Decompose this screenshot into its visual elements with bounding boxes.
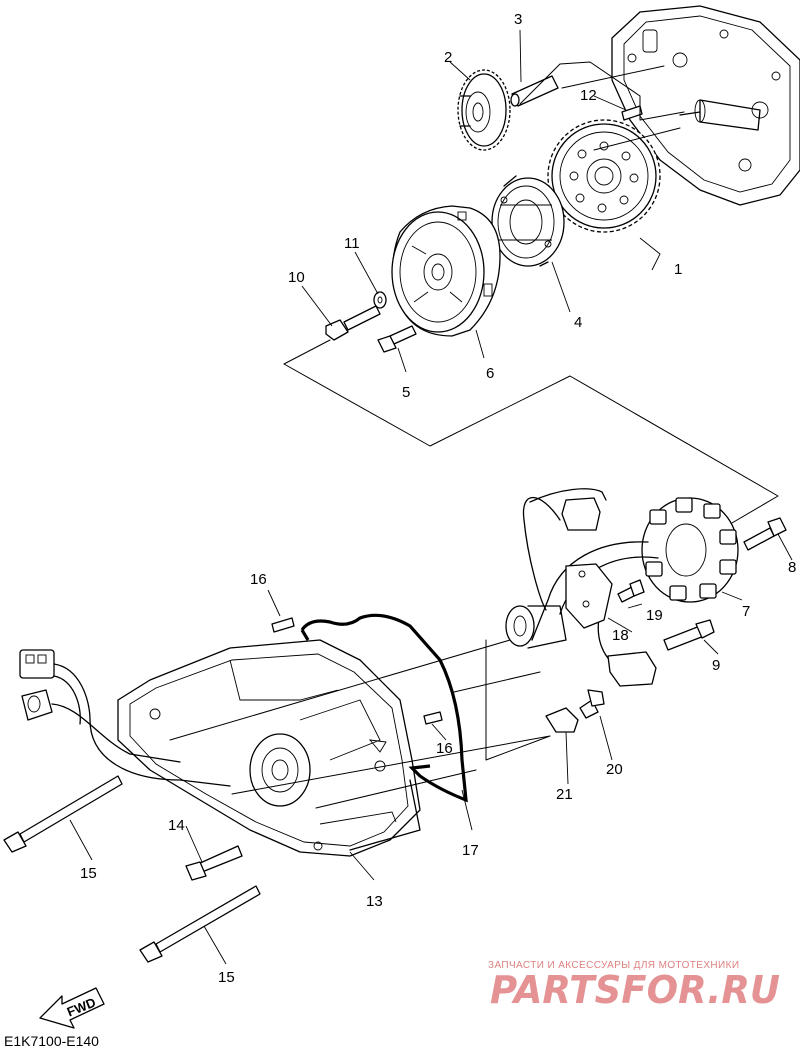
watermark: ЗАПЧАСТИ И АКСЕССУАРЫ ДЛЯ МОТОТЕХНИКИ PA… [488,960,780,1012]
callout-4: 4 [574,314,582,331]
callout-21: 21 [556,786,573,803]
callout-1: 1 [674,261,682,278]
callout-20: 20 [606,761,623,778]
generator-cover-13 [117,639,421,857]
callout-9: 9 [712,657,720,674]
bolt-5 [377,325,417,353]
engine-case-housing [611,5,800,206]
callout-14: 14 [168,817,185,834]
callout-12: 12 [580,87,597,104]
bolt-15-lower [139,885,261,963]
bolt-10 [325,305,381,341]
starter-gear-1 [547,119,661,233]
idle-gear-2 [457,69,511,151]
shaft-3 [510,75,559,107]
leader-lines-lower [69,533,793,965]
fwd-label: FWD [65,995,98,1020]
bolt-8 [743,517,787,551]
diagram-code: E1K7100-E140 [4,1033,99,1049]
stator-wiring [522,488,659,687]
bolt-15-upper [3,775,123,853]
screw-20 [579,689,605,719]
screw-19 [617,579,645,603]
callout-17: 17 [462,842,479,859]
watermark-brand: PARTSFOR.RU [490,968,780,1012]
one-way-clutch-4 [491,175,565,267]
bolt-9 [663,619,715,651]
callout-2: 2 [444,49,452,66]
callout-5: 5 [402,384,410,401]
callout-10: 10 [288,269,305,286]
stator-coil-7 [641,497,739,603]
leader-lines-upper [301,29,661,373]
washer-11 [373,291,387,309]
callout-13: 13 [366,893,383,910]
wire-grommet [505,605,567,649]
assembly-box-lines-lower [169,639,551,809]
watermark-tagline: ЗАПЧАСТИ И АКСЕССУАРЫ ДЛЯ МОТОТЕХНИКИ [488,960,739,971]
callout-labels: 1 2 3 4 5 6 7 8 9 10 11 12 13 14 15 15 1… [80,11,796,986]
callout-16-upper: 16 [250,571,267,588]
clamp-21 [545,707,579,733]
gasket-17 [300,613,468,803]
dowel-pin-16b [423,711,443,725]
callout-15-upper: 15 [80,865,97,882]
sensor-harness [19,649,231,787]
dowel-pin-16a [271,617,295,633]
callout-19: 19 [646,607,663,624]
fwd-arrow: FWD [39,987,105,1029]
callout-8: 8 [788,559,796,576]
callout-7: 7 [742,603,750,620]
callout-15-lower: 15 [218,969,235,986]
callout-16-lower: 16 [436,740,453,757]
callout-18: 18 [612,627,629,644]
callout-6: 6 [486,365,494,382]
flywheel-rotor-6 [391,205,501,337]
wire-clamp-18 [565,563,613,629]
bolt-14 [185,845,243,881]
callout-11: 11 [344,235,360,252]
woodruff-key-12 [621,105,643,121]
assembly-box-lines [283,61,779,531]
callout-3: 3 [514,11,522,28]
